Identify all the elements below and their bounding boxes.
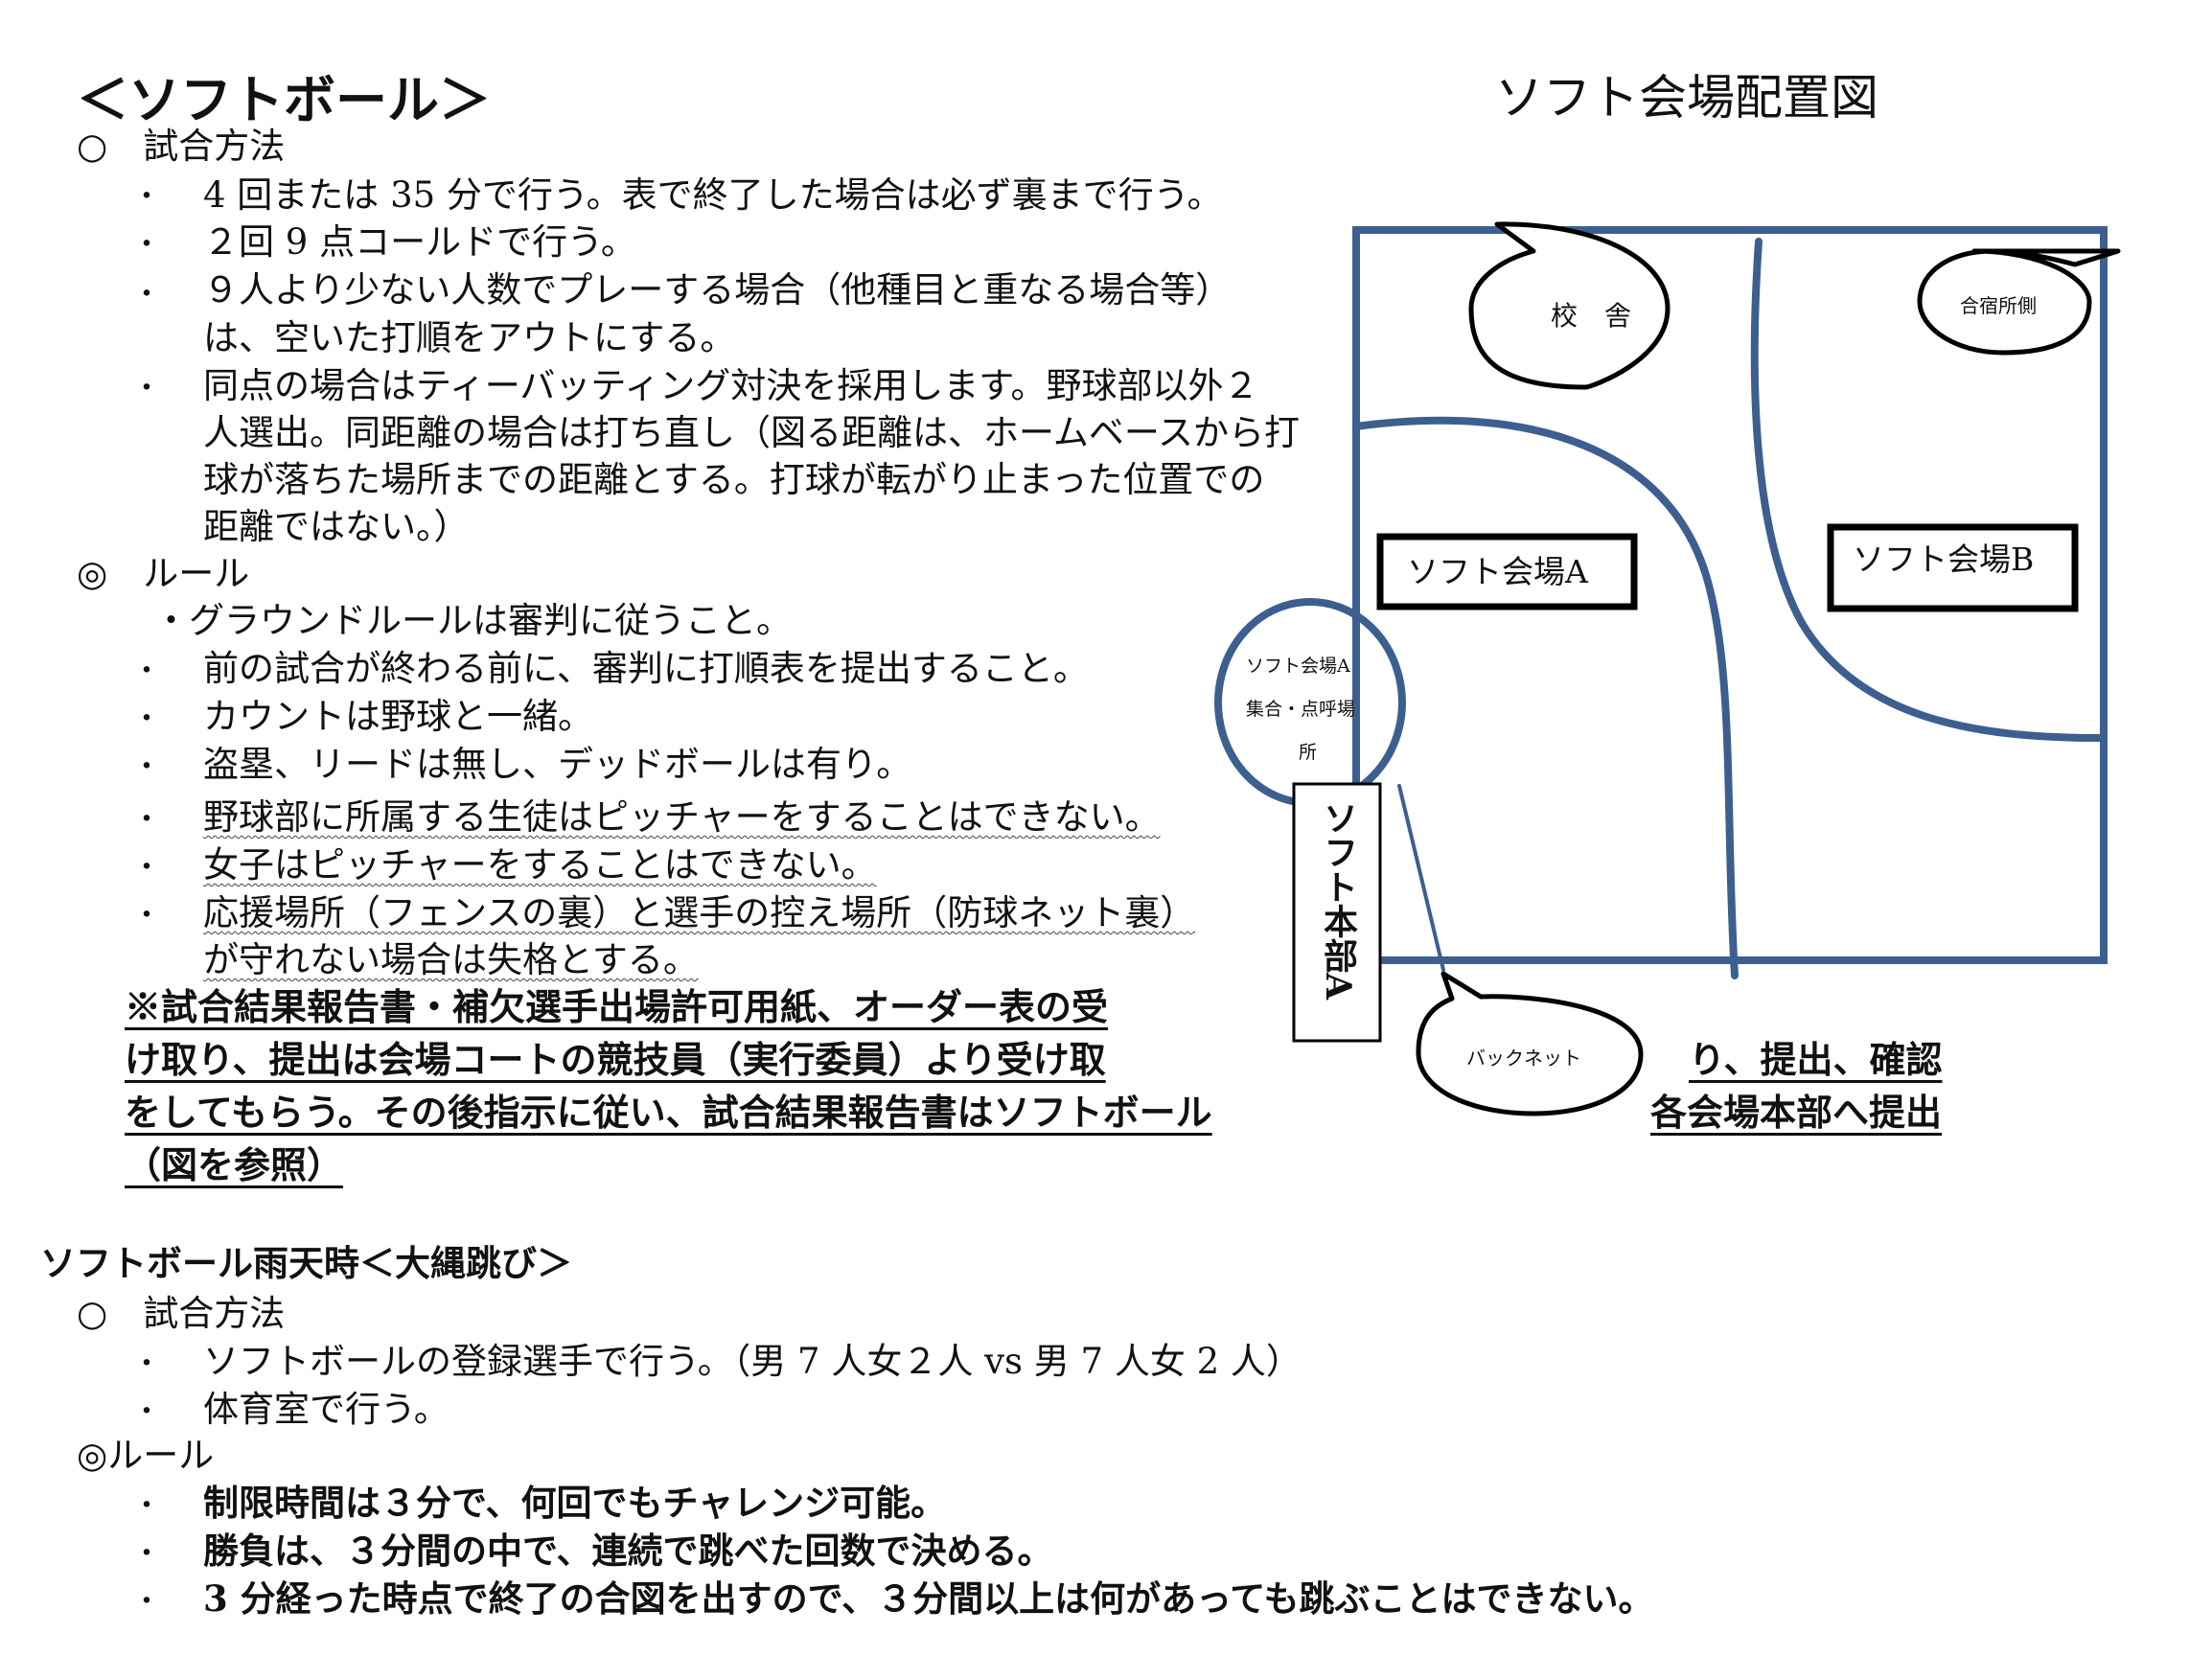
rain-title: ソフトボール雨天時＜大縄跳び＞ [40,1242,572,1284]
bullet-icon: ・ [132,803,161,837]
rain-rule-1: 制限時間は３分で、何回でもチャレンジ可能。 [203,1482,947,1524]
bullet-icon: ・ [132,702,161,736]
rain-rule-2: 勝負は、３分間の中で、連続で跳べた回数で決める。 [203,1530,1053,1572]
bullet-icon: ・ [132,899,161,932]
rain-rule-3: 3 分経った時点で終了の合図を出すので、３分間以上は何があっても跳ぶことはできな… [203,1577,1654,1620]
note-line-2: け取り、提出は会場コートの競技員（実行委員）より受け取 [125,1038,1106,1081]
note-right-1: り、提出、確認 [1689,1038,1943,1081]
method-line-4b: 人選出。同距離の場合は打ち直し（図る距離は、ホームベースから打 [203,412,1301,453]
bullet-icon: ・ [132,1489,161,1523]
backnet-bubble [1416,971,1644,1116]
bullet-icon: ・ [132,655,161,688]
rules-heading: ◎ ルール [77,553,250,594]
assembly-label-2: 集合・点呼場 [1246,699,1356,720]
method-heading: ○ 試合方法 [77,126,286,167]
rule-line-1: 前の試合が終わる前に、審判に打順表を提出すること。 [203,648,1089,689]
field-boundary-b [1750,238,2103,742]
method-line-1: 4 回または 35 分で行う。表で終了した場合は必ず裏まで行う。 [203,174,1223,216]
backnet-pointer [1397,784,1445,972]
backnet-label: バックネット [1466,1047,1581,1070]
assembly-label-3: 所 [1299,742,1318,763]
diagram-title: ソフト会場配置図 [1495,70,1878,126]
bullet-icon: ・ [132,228,161,262]
bullet-icon: ・ [132,372,161,405]
school-label: 校 舎 [1551,300,1632,332]
venue-b-label: ソフト会場B [1853,541,2035,578]
bullet-icon: ・ [132,1395,161,1429]
note-line-1: ※試合結果報告書・補欠選手出場許可用紙、オーダー表の受 [125,985,1109,1028]
rule-line-6a: 応援場所（フェンスの裏）と選手の控え場所（防球ネット裏） [203,892,1196,933]
bullet-icon: ・ [132,180,161,214]
hq-label: ソフト本部A [1318,800,1358,1000]
page-title: ＜ソフトボール＞ [77,69,491,130]
note-line-4: （図を参照） [125,1143,344,1186]
method-line-2: ２回 9 点コールドで行う。 [203,221,636,263]
assembly-label-1: ソフト会場A [1246,656,1350,677]
bullet-icon: ・ [132,1347,161,1381]
rule-line-5: 女子はピッチャーをすることはできない。 [203,844,877,886]
dorm-label: 合宿所側 [1960,294,2037,317]
venue-b-box [1827,523,2079,612]
bullet-icon: ・ [132,278,161,311]
rain-method-1: ソフトボールの登録選手で行う。（男 7 人女２人 vs 男 7 人女 2 人） [203,1341,1302,1382]
bullet-icon: ・ [132,1585,161,1619]
rule-line-2: カウントは野球と一緒。 [203,696,593,737]
venue-a-label: ソフト会場A [1407,553,1588,590]
rain-method-2: 体育室で行う。 [203,1389,449,1430]
rule-line-3: 盗塁、リードは無し、デッドボールは有り。 [203,744,912,785]
method-line-4a: 同点の場合はティーバッティング対決を採用します。野球部以外２ [203,365,1259,406]
method-line-4d: 距離ではない。） [203,506,470,547]
method-line-3b: は、空いた打順をアウトにする。 [203,317,736,358]
hq-box [1292,782,1382,1043]
rule-line-6b: が守れない場合は失格とする。 [203,939,699,980]
rule-line-0: ・グラウンドルールは審判に従うこと。 [153,600,792,641]
method-line-3a: ９人より少ない人数でプレーする場合（他種目と重なる場合等） [203,269,1232,311]
rain-method-heading: ○ 試合方法 [77,1293,286,1334]
note-line-3: をしてもらう。その後指示に従い、試合結果報告書はソフトボール [125,1091,1212,1134]
dorm-bubble [1917,248,2121,356]
method-line-4c: 球が落ちた場所までの距離とする。打球が転がり止まった位置での [203,459,1265,500]
note-right-2: 各会場本部へ提出 [1650,1091,1943,1134]
rule-line-4: 野球部に所属する生徒はピッチャーをすることはできない。 [203,796,1161,838]
field-outline [1352,226,2108,964]
bullet-icon: ・ [132,1537,161,1571]
field-boundary-a [1352,416,1739,979]
rain-rules-heading: ◎ルール [77,1435,215,1476]
venue-a-box [1376,533,1638,610]
bullet-icon: ・ [132,851,161,885]
school-bubble [1468,221,1671,390]
bullet-icon: ・ [132,750,161,784]
